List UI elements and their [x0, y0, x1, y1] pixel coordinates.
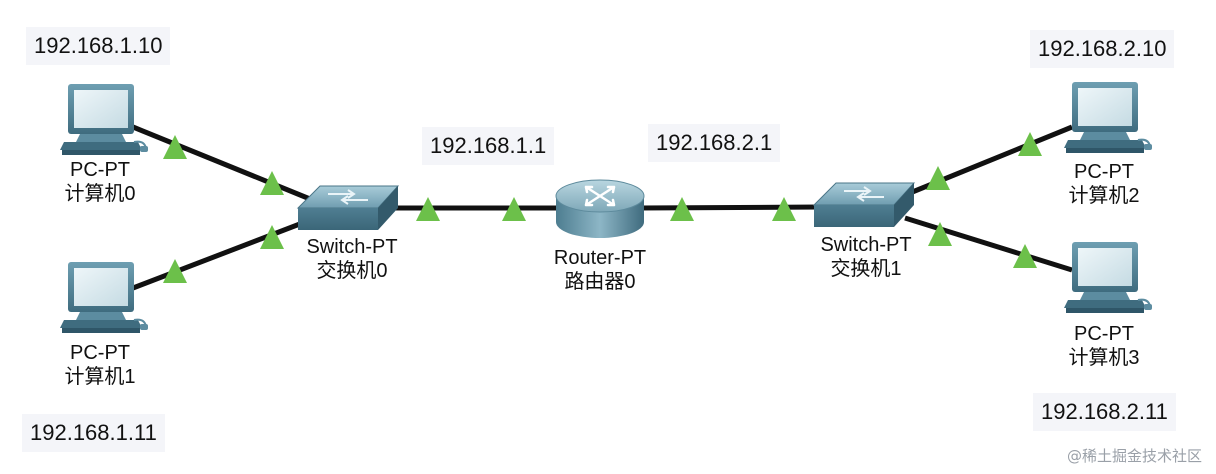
link-up-icon [1013, 244, 1037, 268]
device-label-pc2: PC-PT 计算机2 [1068, 160, 1139, 208]
device-name: 计算机3 [1068, 347, 1140, 369]
ip-label-pc2: 192.168.2.10 [1030, 30, 1175, 68]
pc-icon[interactable] [60, 262, 148, 333]
device-type: PC-PT [1074, 323, 1134, 345]
pc-icon[interactable] [1064, 242, 1152, 313]
device-type: PC-PT [1074, 161, 1134, 183]
watermark: @稀土掘金技术社区 [1066, 447, 1202, 465]
device-label-pc0: PC-PT 计算机0 [64, 158, 135, 206]
link-pc0-switch0 [132, 124, 311, 202]
link-switch1-pc3 [904, 215, 1073, 273]
ip-label-pc1: 192.168.1.11 [22, 414, 165, 452]
link-up-icon [502, 197, 526, 221]
ip-label-pc0: 192.168.1.10 [26, 27, 171, 65]
device-label-switch0: Switch-PT 交换机0 [306, 235, 397, 283]
device-name: 路由器0 [564, 271, 636, 293]
link-up-icon [260, 225, 284, 249]
link-up-icon [928, 222, 952, 246]
device-name: 交换机0 [316, 260, 388, 282]
device-type: Router-PT [553, 247, 647, 269]
link-up-icon [670, 197, 694, 221]
device-name: 计算机2 [1068, 185, 1140, 207]
device-type: PC-PT [70, 159, 130, 181]
link-router0-switch1 [639, 204, 821, 211]
link-up-icon [1018, 132, 1042, 156]
switch-icon[interactable] [812, 182, 916, 227]
ip-label-router-left: 192.168.1.1 [422, 127, 555, 165]
device-type: PC-PT [70, 342, 130, 364]
link-up-icon [926, 166, 950, 190]
link-pc1-switch0 [132, 219, 306, 291]
device-label-router0: Router-PT 路由器0 [554, 246, 646, 294]
ip-label-pc3: 192.168.2.11 [1033, 393, 1176, 431]
ip-label-router-right: 192.168.2.1 [648, 124, 781, 162]
link-up-icon [416, 197, 440, 221]
link-up-icon [163, 135, 187, 159]
device-name: 计算机0 [64, 183, 136, 205]
link-status-indicators [163, 132, 1042, 283]
switch-icon[interactable] [296, 185, 400, 230]
device-type: Switch-PT [820, 234, 912, 256]
link-up-icon [163, 259, 187, 283]
device-type: Switch-PT [306, 236, 398, 258]
device-name: 交换机1 [830, 258, 902, 280]
pc-icon[interactable] [1064, 82, 1152, 153]
device-label-switch1: Switch-PT 交换机1 [820, 233, 911, 281]
pc-icon[interactable] [60, 84, 148, 155]
link-up-icon [260, 171, 284, 195]
router-icon[interactable] [555, 179, 645, 238]
device-label-pc3: PC-PT 计算机3 [1068, 322, 1139, 370]
device-label-pc1: PC-PT 计算机1 [64, 341, 135, 389]
device-name: 计算机1 [64, 366, 136, 388]
link-up-icon [772, 197, 796, 221]
